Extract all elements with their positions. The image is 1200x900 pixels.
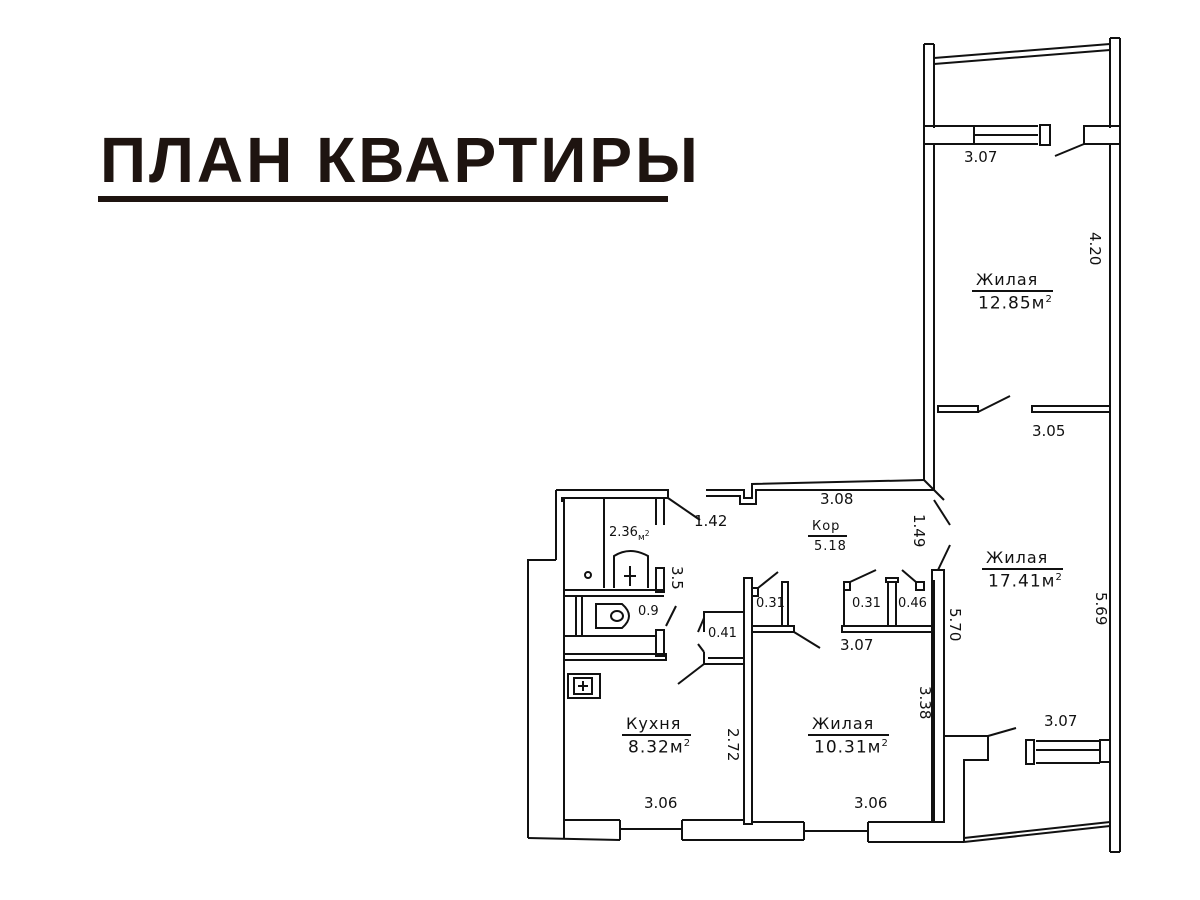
dim-right-room-inner: 5.70 <box>946 608 964 642</box>
dim-top-room-length: 4.20 <box>1086 232 1104 266</box>
bottom-balcony <box>944 727 1120 853</box>
dim-bath-length: 3.5 <box>668 566 686 590</box>
dim-corridor-width: 3.08 <box>820 490 854 508</box>
page-title: ПЛАН КВАРТИРЫ <box>100 124 701 196</box>
dim-closets-width: 3.07 <box>840 636 874 654</box>
top-balcony <box>923 37 1121 128</box>
room-area: 8.32м2 <box>628 737 692 758</box>
middle-room-walls <box>743 571 964 843</box>
corridor-walls <box>706 479 951 571</box>
dim-top-room-width: 3.05 <box>1032 422 1066 440</box>
dim-middle-room-width: 3.06 <box>854 794 888 812</box>
room-name: Кор <box>808 520 847 537</box>
dim-corridor-length: 1.49 <box>910 514 928 548</box>
room-closet-right-area: 0.46 <box>898 596 927 611</box>
room-area: 12.85м2 <box>978 293 1053 314</box>
room-name: Жилая <box>982 550 1063 570</box>
dim-bottom-balcony-width: 3.07 <box>1044 712 1078 730</box>
title-underline <box>98 196 668 202</box>
room-closet-middle-area: 0.31 <box>852 596 881 611</box>
dim-right-room-length: 5.69 <box>1092 592 1110 626</box>
room-corridor: Кор 5.18 <box>808 520 847 553</box>
room-closet-kitchen-area: 0.41 <box>708 626 737 641</box>
room-living-right: Жилая 17.41м2 <box>982 550 1063 591</box>
closet-kitchen-walls <box>677 611 744 685</box>
room-name: Жилая <box>972 272 1053 292</box>
room-area: 5.18 <box>814 539 847 554</box>
closets-walls <box>841 569 945 823</box>
room-closet-left-area: 0.31 <box>756 596 785 611</box>
room-name: Кухня <box>622 716 692 736</box>
room-living-top: Жилая 12.85м2 <box>972 272 1053 313</box>
room-kitchen: Кухня 8.32м2 <box>622 716 692 758</box>
dim-kitchen-length: 2.72 <box>724 728 742 762</box>
room-bathroom-area: 2.36м2 <box>609 525 650 543</box>
room-area: 10.31м2 <box>814 737 889 758</box>
top-window <box>923 124 1121 157</box>
room-living-middle: Жилая 10.31м2 <box>808 716 889 757</box>
dim-hall-entry: 1.42 <box>694 512 728 530</box>
room-name: Жилая <box>808 716 889 736</box>
bathroom-walls <box>527 489 701 838</box>
room-area: 17.41м2 <box>988 571 1063 592</box>
room-toilet-area: 0.9 <box>638 604 659 619</box>
dim-middle-room-length: 3.38 <box>916 686 934 720</box>
dim-top-balcony-width: 3.07 <box>964 148 998 166</box>
dim-kitchen-width: 3.06 <box>644 794 678 812</box>
